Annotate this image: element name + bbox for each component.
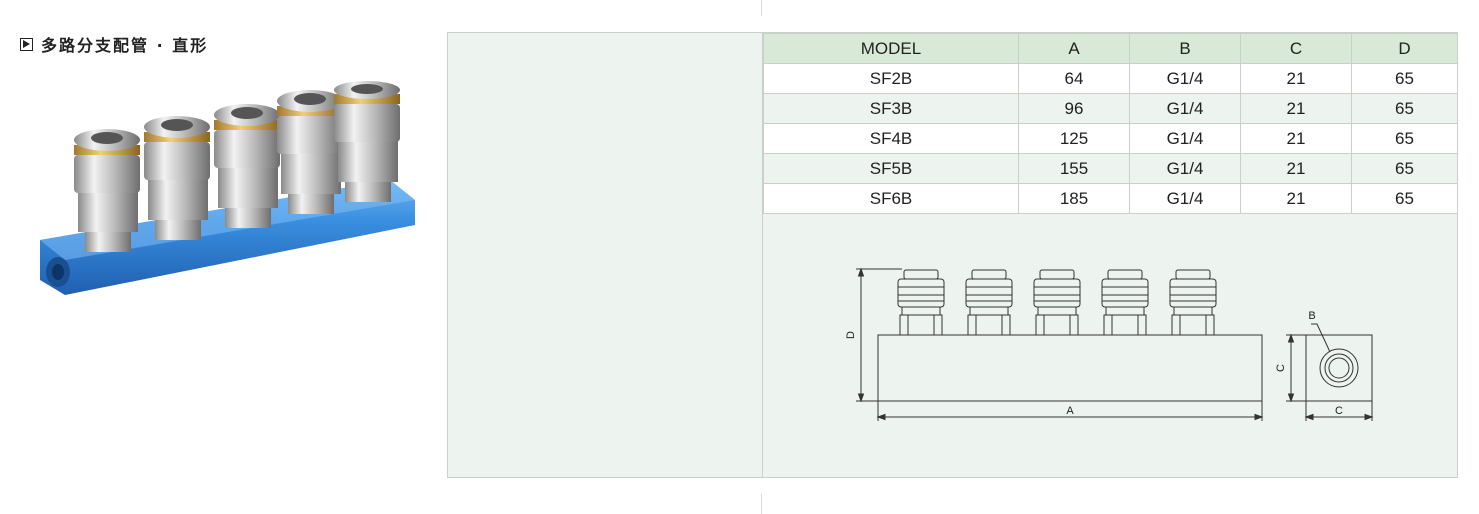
coupler-3 <box>214 104 280 228</box>
label-c-side: C <box>1275 364 1287 372</box>
play-icon <box>20 37 33 51</box>
product-photo <box>40 81 415 295</box>
top-guide-line <box>761 0 762 16</box>
coupler-2 <box>144 116 210 240</box>
dimension-c-side <box>1286 333 1306 403</box>
cell-b: G1/4 <box>1129 123 1241 154</box>
cell-d: 65 <box>1351 63 1458 94</box>
cell-b: G1/4 <box>1129 63 1241 94</box>
cell-model: SF5B <box>763 153 1019 184</box>
section-header: 多路分支配管 · 直形 <box>20 32 208 56</box>
cell-a: 125 <box>1018 123 1130 154</box>
cell-c: 21 <box>1240 183 1352 214</box>
cell-d: 65 <box>1351 93 1458 124</box>
table-header-row: MODEL A B C D <box>763 33 1458 64</box>
cell-model: SF2B <box>763 63 1019 94</box>
coupler-outline-2 <box>965 269 1013 336</box>
cell-a: 96 <box>1018 93 1130 124</box>
column-header: B <box>1129 33 1241 64</box>
cell-b: G1/4 <box>1129 93 1241 124</box>
coupler-1 <box>74 129 140 252</box>
end-view-outline <box>1305 334 1373 402</box>
cell-model: SF4B <box>763 123 1019 154</box>
cell-c: 21 <box>1240 123 1352 154</box>
column-header: D <box>1351 33 1458 64</box>
table-row: SF4B 125 G1/4 21 65 <box>763 123 1458 154</box>
cell-c: 21 <box>1240 93 1352 124</box>
coupler-outline-3 <box>1033 269 1081 336</box>
bottom-guide-line <box>761 494 762 514</box>
cell-b: G1/4 <box>1129 153 1241 184</box>
column-header: C <box>1240 33 1352 64</box>
cell-a: 64 <box>1018 63 1130 94</box>
cell-model: SF6B <box>763 183 1019 214</box>
coupler-4 <box>277 90 343 214</box>
label-d: D <box>845 331 857 339</box>
cell-model: SF3B <box>763 93 1019 124</box>
cell-a: 155 <box>1018 153 1130 184</box>
port-outline <box>1319 348 1359 388</box>
dimension-a <box>876 401 1264 421</box>
table-row: SF2B 64 G1/4 21 65 <box>763 63 1458 94</box>
label-c-bottom: C <box>1335 405 1343 417</box>
manifold-outline <box>877 334 1263 402</box>
cell-a: 185 <box>1018 183 1130 214</box>
coupler-outline-1 <box>897 269 945 336</box>
section-title: 多路分支配管 · 直形 <box>41 36 209 55</box>
cell-d: 65 <box>1351 153 1458 184</box>
panel-blank-area <box>448 33 763 477</box>
coupler-outline-5 <box>1169 269 1217 336</box>
column-header: A <box>1018 33 1130 64</box>
table-row: SF3B 96 G1/4 21 65 <box>763 93 1458 124</box>
dimension-d <box>856 267 902 403</box>
column-header: MODEL <box>763 33 1019 64</box>
cell-c: 21 <box>1240 63 1352 94</box>
coupler-outline-4 <box>1101 269 1149 336</box>
leader-b <box>1311 323 1331 353</box>
spec-table: MODEL A B C D SF2B 64 G1/4 21 65 SF3B 96… <box>763 33 1458 214</box>
table-row: SF5B 155 G1/4 21 65 <box>763 153 1458 184</box>
technical-drawing: A D B C C <box>845 267 1374 421</box>
cell-b: G1/4 <box>1129 183 1241 214</box>
coupler-5 <box>334 81 400 202</box>
spec-panel: MODEL A B C D SF2B 64 G1/4 21 65 SF3B 96… <box>447 32 1458 478</box>
cell-d: 65 <box>1351 123 1458 154</box>
label-b: B <box>1308 310 1315 322</box>
table-row: SF6B 185 G1/4 21 65 <box>763 183 1458 214</box>
cell-c: 21 <box>1240 153 1352 184</box>
cell-d: 65 <box>1351 183 1458 214</box>
dimension-c-bottom <box>1304 401 1374 421</box>
label-a: A <box>1066 405 1074 417</box>
